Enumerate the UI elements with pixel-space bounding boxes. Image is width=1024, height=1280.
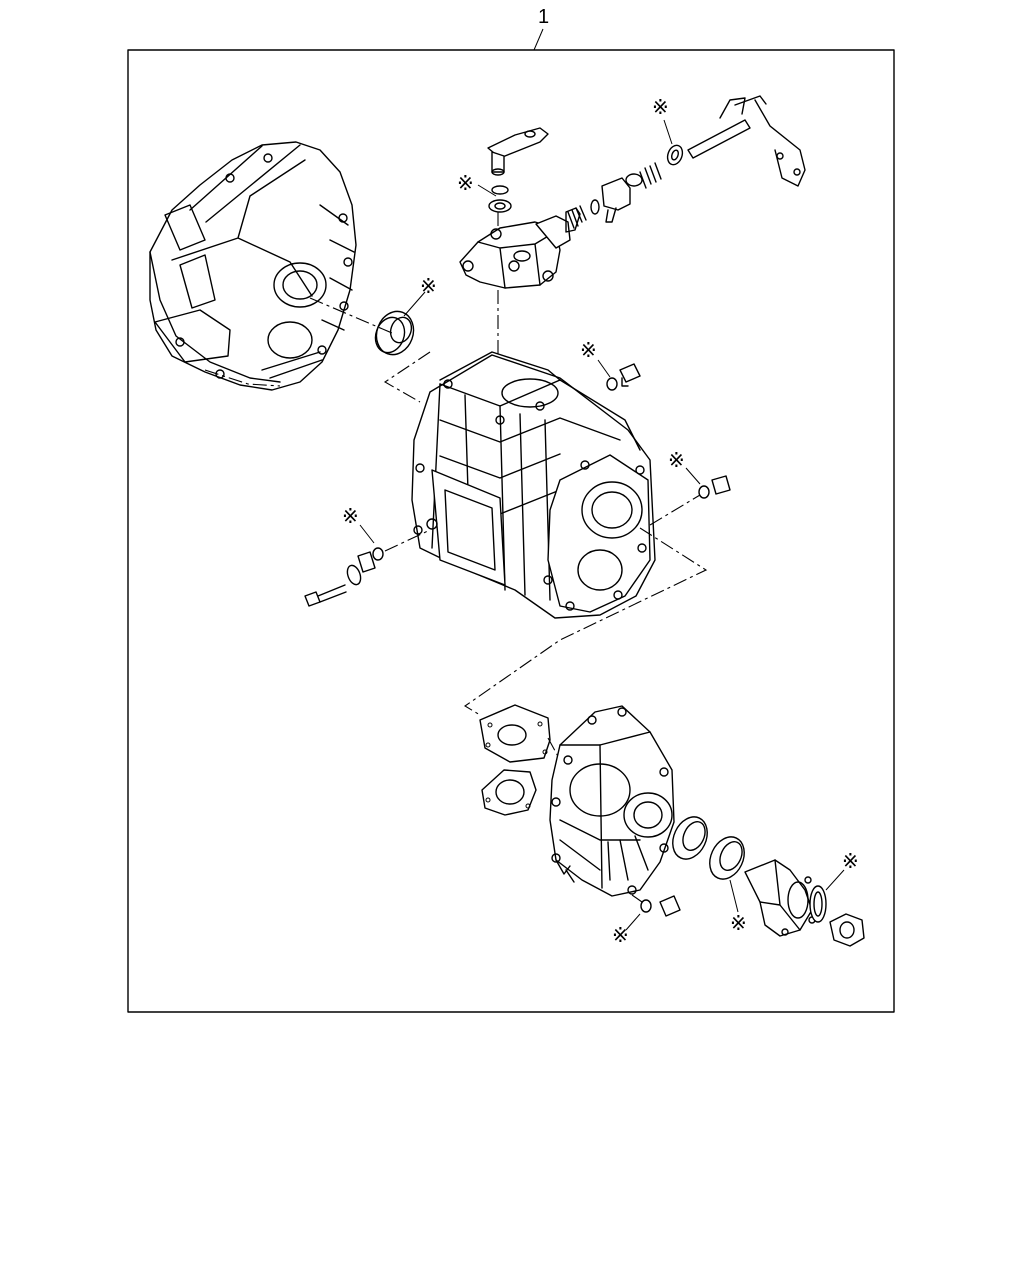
callout-number: 1	[538, 6, 549, 28]
case-plug-gasket	[372, 547, 384, 561]
marker-case-filler-plug-gasket: ※	[668, 448, 685, 472]
marker-case-drain-plug-gasket: ※	[580, 338, 597, 362]
marker-shift-shaft-oil-seal: ※	[652, 95, 669, 119]
companion-flange	[744, 859, 816, 937]
marker-input-oil-seal: ※	[420, 274, 437, 298]
extension-housing	[549, 705, 675, 897]
marker-extension-plug-gasket: ※	[612, 923, 629, 947]
case-filler-plug	[711, 475, 731, 495]
extension-gasket	[479, 704, 551, 816]
extension-plug	[659, 895, 681, 917]
marker-case-plug-gasket: ※	[342, 504, 359, 528]
marker-flange-o-ring: ※	[842, 849, 859, 873]
diagram-frame	[127, 49, 895, 1013]
shift-cover	[459, 215, 571, 289]
case-bolt	[304, 584, 347, 607]
flange-lock-nut	[829, 913, 865, 947]
case-drain-plug	[619, 363, 641, 387]
shift-lever-arm	[487, 127, 549, 176]
marker-rear-oil-seal: ※	[730, 911, 747, 935]
shift-shaft-washer	[491, 185, 509, 195]
case-plug	[357, 551, 376, 573]
case-filler-plug-gasket	[698, 485, 710, 499]
shift-shaft-assembly	[565, 95, 806, 233]
rear-bearing	[672, 816, 708, 860]
case-bolt-washer	[346, 564, 362, 586]
callout-leader	[533, 28, 544, 51]
flange-o-ring	[809, 885, 827, 923]
rear-oil-seal	[709, 836, 745, 880]
marker-shift-shaft-seal: ※	[457, 171, 474, 195]
shift-shaft-seal	[488, 199, 512, 213]
case-drain-plug-gasket	[606, 377, 618, 391]
input-oil-seal	[374, 310, 415, 356]
transmission-case	[411, 351, 656, 619]
extension-plug-gasket	[640, 899, 652, 913]
clutch-housing	[149, 141, 357, 391]
